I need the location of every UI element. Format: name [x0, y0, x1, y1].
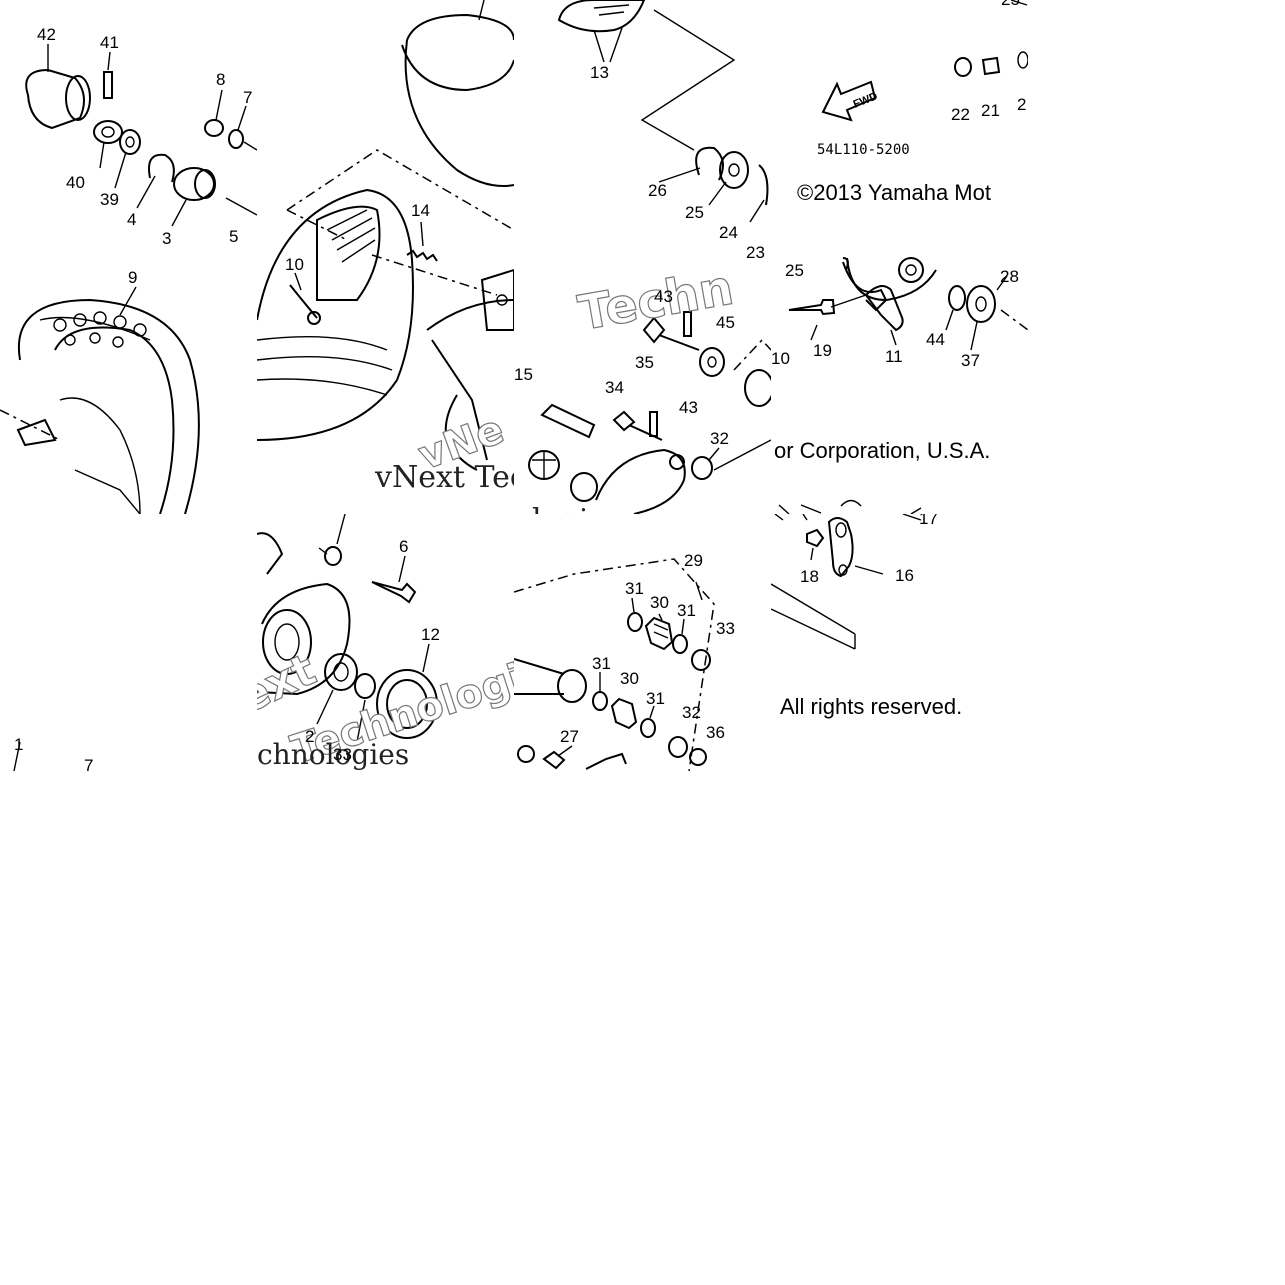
callout-42: 42 [37, 25, 56, 44]
callout-19: 19 [813, 341, 832, 360]
callout-4: 4 [127, 210, 136, 229]
copyright-and-axle-drawing: FWD 54L110-5200 ©2013 Yamaha Mot [771, 0, 1028, 514]
watermark-ext: ext [257, 644, 323, 724]
callout-6: 6 [399, 537, 408, 556]
callout-24: 24 [719, 223, 738, 242]
edge-fragment-drawing: 1 7 [13, 735, 93, 771]
callout-14: 14 [411, 201, 430, 220]
callout-22: 22 [951, 105, 970, 124]
watermark-text: vNext Tec [374, 460, 514, 495]
callout-7: 7 [84, 756, 93, 771]
callout-41: 41 [100, 33, 119, 52]
copyright-line-2: or Corporation, U.S.A. [774, 438, 990, 463]
callout-3: 3 [162, 229, 171, 248]
callout-18: 18 [800, 567, 819, 586]
diagram-tile-middle-center: ext Technologies chnologies 6 12 2 33 [257, 514, 514, 771]
callout-26: 26 [648, 181, 667, 200]
callout-27: 27 [560, 727, 579, 746]
swingarm-bushings-drawing: 29 31 30 31 33 31 30 31 32 36 27 [514, 551, 735, 771]
callout-40: 40 [66, 173, 85, 192]
callout-23: 23 [746, 243, 765, 262]
diagram-tile-top-left: 42 41 8 7 40 39 4 3 5 9 [0, 0, 257, 514]
callout-5: 5 [229, 227, 238, 246]
part-code: 54L110-5200 [817, 142, 910, 158]
hub-parts-drawing: 42 41 8 7 40 39 4 3 5 9 [0, 25, 257, 514]
callout-2: 2 [1017, 95, 1026, 114]
watermark-ologies: ologies [514, 503, 622, 514]
callout-2: 2 [305, 727, 314, 746]
diagram-tile-middle-right-center: 29 31 30 31 33 31 30 31 32 36 27 [514, 514, 771, 771]
callout-32: 32 [710, 429, 729, 448]
brake-arm-drawing: All rights reserved. 18 16 17 [771, 514, 962, 719]
diagram-tile-middle-left: 1 7 [0, 514, 257, 771]
callout-16: 16 [895, 566, 914, 585]
diagram-tile-middle-right: All rights reserved. 18 16 17 [771, 514, 1028, 771]
callout-33: 33 [716, 619, 735, 638]
callout-8: 8 [216, 70, 225, 89]
rights-reserved: All rights reserved. [780, 694, 962, 719]
callout-21: 21 [981, 101, 1000, 120]
callout-31b: 31 [677, 601, 696, 620]
callout-30b: 30 [620, 669, 639, 688]
callout-25: 25 [685, 203, 704, 222]
diagram-tile-top-right: FWD 54L110-5200 ©2013 Yamaha Mot [771, 0, 1028, 514]
callout-31d: 31 [646, 689, 665, 708]
callout-29: 29 [684, 551, 703, 570]
callout-43a: 43 [654, 287, 673, 306]
callout-12: 12 [421, 625, 440, 644]
callout-10: 10 [771, 349, 790, 368]
diagram-tile-top-center: vNext Tec vNe 14 10 [257, 0, 514, 514]
callout-13: 13 [590, 63, 609, 82]
callout-43b: 43 [679, 398, 698, 417]
wheel-hub-drawing: ext Technologies chnologies 6 12 2 33 [257, 514, 514, 771]
callout-36: 36 [706, 723, 725, 742]
callout-9: 9 [128, 268, 137, 287]
callout-17: 17 [919, 514, 938, 528]
callout-10: 10 [285, 255, 304, 274]
fwd-arrow-icon: FWD [821, 80, 880, 122]
callout-31a: 31 [625, 579, 644, 598]
svg-text:FWD: FWD [852, 90, 880, 111]
callout-28: 28 [1000, 267, 1019, 286]
callout-32: 32 [682, 703, 701, 722]
callout-34: 34 [605, 378, 624, 397]
callout-33: 33 [333, 745, 352, 764]
callout-11: 11 [885, 347, 903, 366]
callout-31c: 31 [592, 654, 611, 673]
callout-39: 39 [100, 190, 119, 209]
brake-drum-drawing: vNext Tec vNe 14 10 [257, 0, 514, 495]
callout-25a: 25 [1001, 0, 1020, 9]
shoe-and-cam-drawing: Techn ologies 13 26 25 24 23 43 45 35 15… [514, 0, 771, 514]
callout-25b: 25 [785, 261, 804, 280]
callout-30a: 30 [650, 593, 669, 612]
callout-7: 7 [243, 88, 252, 107]
callout-15: 15 [514, 365, 533, 384]
callout-45: 45 [716, 313, 735, 332]
callout-37: 37 [961, 351, 980, 370]
callout-35: 35 [635, 353, 654, 372]
callout-1: 1 [14, 735, 23, 754]
callout-44: 44 [926, 330, 945, 349]
watermark-chnologies: chnologies [257, 738, 409, 771]
diagram-tile-top-right-center: Techn ologies 13 26 25 24 23 43 45 35 15… [514, 0, 771, 514]
copyright-line-1: ©2013 Yamaha Mot [797, 180, 991, 205]
